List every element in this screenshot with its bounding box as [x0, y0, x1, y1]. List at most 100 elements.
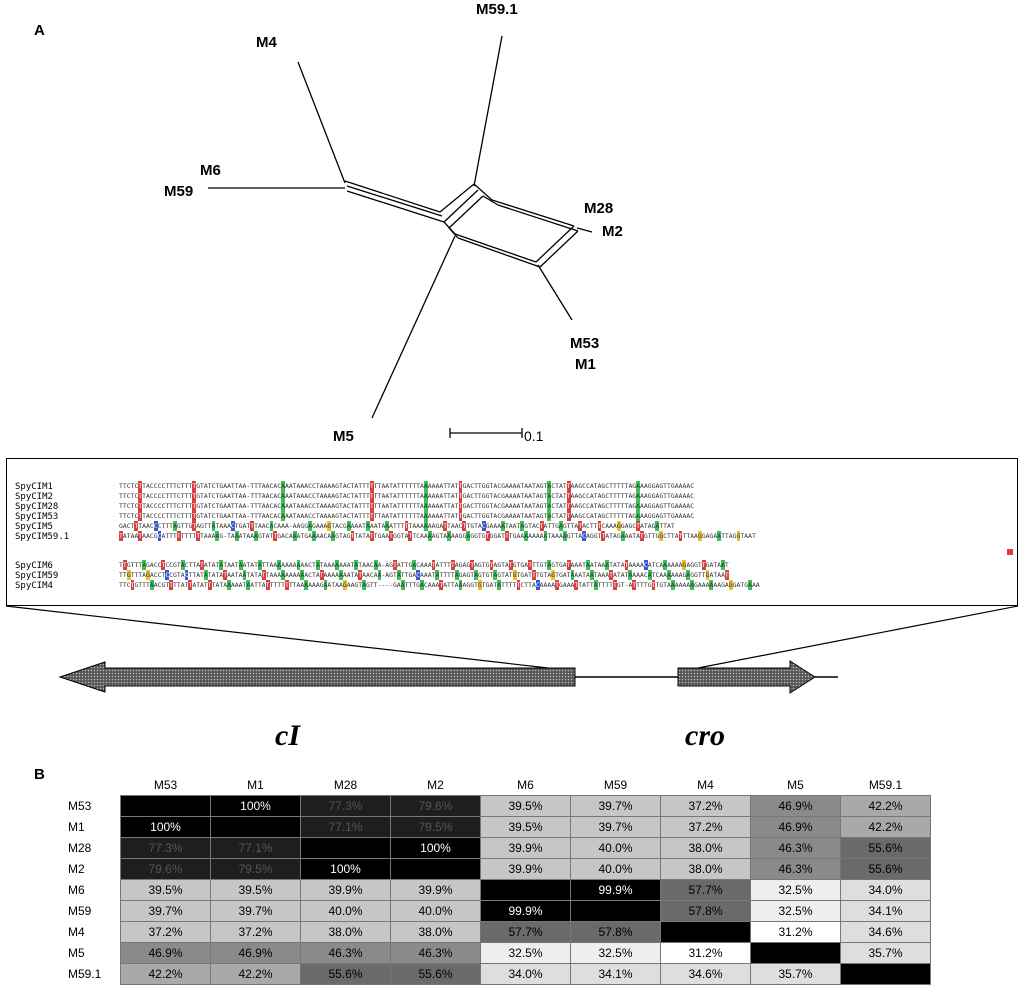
label-m5: M5 [333, 428, 354, 445]
matrix-cell: 31.2% [660, 942, 751, 964]
matrix-row-header: M6 [68, 883, 85, 897]
matrix-row-header: M2 [68, 862, 85, 876]
label-m591: M59.1 [476, 1, 518, 18]
sequence-name: SpyCIM6 [15, 561, 53, 571]
matrix-cell: 34.6% [660, 963, 751, 985]
matrix-cell: 55.6% [840, 858, 931, 880]
matrix-cell: 40.0% [570, 837, 661, 859]
matrix-diagonal-cell [840, 963, 931, 985]
matrix-cell: 42.2% [840, 816, 931, 838]
matrix-column-header: M59 [603, 778, 628, 792]
matrix-cell: 39.9% [480, 837, 571, 859]
matrix-cell: 38.0% [660, 837, 751, 859]
matrix-cell: 37.2% [210, 921, 301, 943]
matrix-cell: 77.1% [210, 837, 301, 859]
sequence-residues: TTCTGTTTAACGTTTTATTATATTTATAAAAATAATTATT… [119, 580, 760, 590]
sequence-name: SpyCIM59.1 [15, 532, 70, 542]
sequence-residues: TTGTTTAGACCTCCGTACTTATATATATAATAATATATTA… [119, 570, 729, 580]
matrix-cell: 77.1% [300, 816, 391, 838]
matrix-cell: 38.0% [660, 858, 751, 880]
matrix-row-header: M1 [68, 820, 85, 834]
matrix-cell: 39.5% [480, 816, 571, 838]
label-m28: M28 [584, 200, 613, 217]
matrix-cell: 39.7% [210, 900, 301, 922]
matrix-cell: 79.5% [210, 858, 301, 880]
matrix-cell: 35.7% [840, 942, 931, 964]
panel-label-a: A [34, 22, 45, 39]
matrix-diagonal-cell [480, 879, 571, 901]
matrix-column-header: M53 [153, 778, 178, 792]
matrix-cell: 39.7% [570, 816, 661, 838]
matrix-cell: 57.8% [660, 900, 751, 922]
matrix-column-header: M6 [517, 778, 534, 792]
matrix-row-header: M59.1 [68, 967, 102, 981]
matrix-cell: 77.3% [120, 837, 211, 859]
matrix-column-header: M1 [247, 778, 264, 792]
matrix-row-header: M59 [68, 904, 92, 918]
network-edges [208, 35, 593, 438]
sequence-residues: TTCTCTTACCCCTTTCTTTTGTATCTGAATTAA-TTTAAC… [119, 501, 695, 511]
matrix-cell: 46.9% [210, 942, 301, 964]
matrix-cell: 37.2% [660, 795, 751, 817]
sequence-residues: TTGTTTAGACCTCCGTACTTATATATATAATAATATATTA… [119, 560, 729, 570]
sequence-residues: TTCTCTTACCCCTTTCTTTTGTATCTGAATTAA-TTTAAC… [119, 481, 695, 491]
matrix-cell: 39.9% [300, 879, 391, 901]
matrix-cell: 79.6% [390, 795, 481, 817]
sequence-name: SpyCIM59 [15, 571, 59, 581]
matrix-cell: 39.7% [570, 795, 661, 817]
matrix-cell: 32.5% [750, 900, 841, 922]
gene-label-cro: cro [685, 719, 725, 752]
matrix-cell: 34.0% [840, 879, 931, 901]
matrix-cell: 32.5% [750, 879, 841, 901]
branch-m4 [297, 61, 346, 184]
matrix-cell: 79.5% [390, 816, 481, 838]
matrix-diagonal-cell [660, 921, 751, 943]
sequence-name: SpyCIM2 [15, 492, 53, 502]
phylogenetic-network: M59.1 M4 M6 M59 M28 M2 M53 M1 M5 0.1 [164, 1, 623, 445]
matrix-cell: 42.2% [840, 795, 931, 817]
gene-label-ci: cI [275, 719, 301, 752]
sequence-residues: TTCTCTTACCCCTTTCTTTTGTATCTGAATTAA-TTTAAC… [119, 491, 695, 501]
matrix-cell: 34.1% [840, 900, 931, 922]
sequence-name: SpyCIM28 [15, 502, 59, 512]
matrix-cell: 46.3% [300, 942, 391, 964]
branch-m28-m2 [576, 227, 593, 233]
matrix-cell: 100% [210, 795, 301, 817]
label-m4: M4 [256, 34, 277, 51]
matrix-cell: 37.2% [120, 921, 211, 943]
sequence-residues: TTCTCTTACCCCTTTCTTTTGTATCTGAATTAA-TTTAAC… [119, 511, 695, 521]
matrix-cell: 55.6% [840, 837, 931, 859]
label-m6: M6 [200, 162, 221, 179]
matrix-cell: 55.6% [300, 963, 391, 985]
matrix-cell: 99.9% [480, 900, 571, 922]
sequence-name: SpyCIM5 [15, 522, 53, 532]
label-m53: M53 [570, 335, 599, 352]
matrix-cell: 38.0% [300, 921, 391, 943]
matrix-diagonal-cell [300, 837, 391, 859]
matrix-cell: 100% [120, 816, 211, 838]
matrix-cell: 38.0% [390, 921, 481, 943]
matrix-diagonal-cell [120, 795, 211, 817]
branch-m5 [371, 235, 456, 419]
alignment-row: SpyCIM28 TTCTCTTACCCCTTTCTTTTGTATCTGAATTA… [15, 501, 695, 512]
matrix-column-header: M2 [427, 778, 444, 792]
matrix-cell: 39.9% [480, 858, 571, 880]
matrix-column-header: M4 [697, 778, 714, 792]
matrix-cell: 77.3% [300, 795, 391, 817]
alignment-row: SpyCIM2 TTCTCTTACCCCTTTCTTTTGTATCTGAATTAA… [15, 491, 695, 502]
matrix-cell: 57.8% [570, 921, 661, 943]
matrix-diagonal-cell [750, 942, 841, 964]
matrix-cell: 46.9% [750, 795, 841, 817]
matrix-cell: 40.0% [300, 900, 391, 922]
matrix-row-header: M4 [68, 925, 85, 939]
panel-label-b: B [34, 766, 45, 783]
ci-gene-arrow [58, 661, 576, 693]
